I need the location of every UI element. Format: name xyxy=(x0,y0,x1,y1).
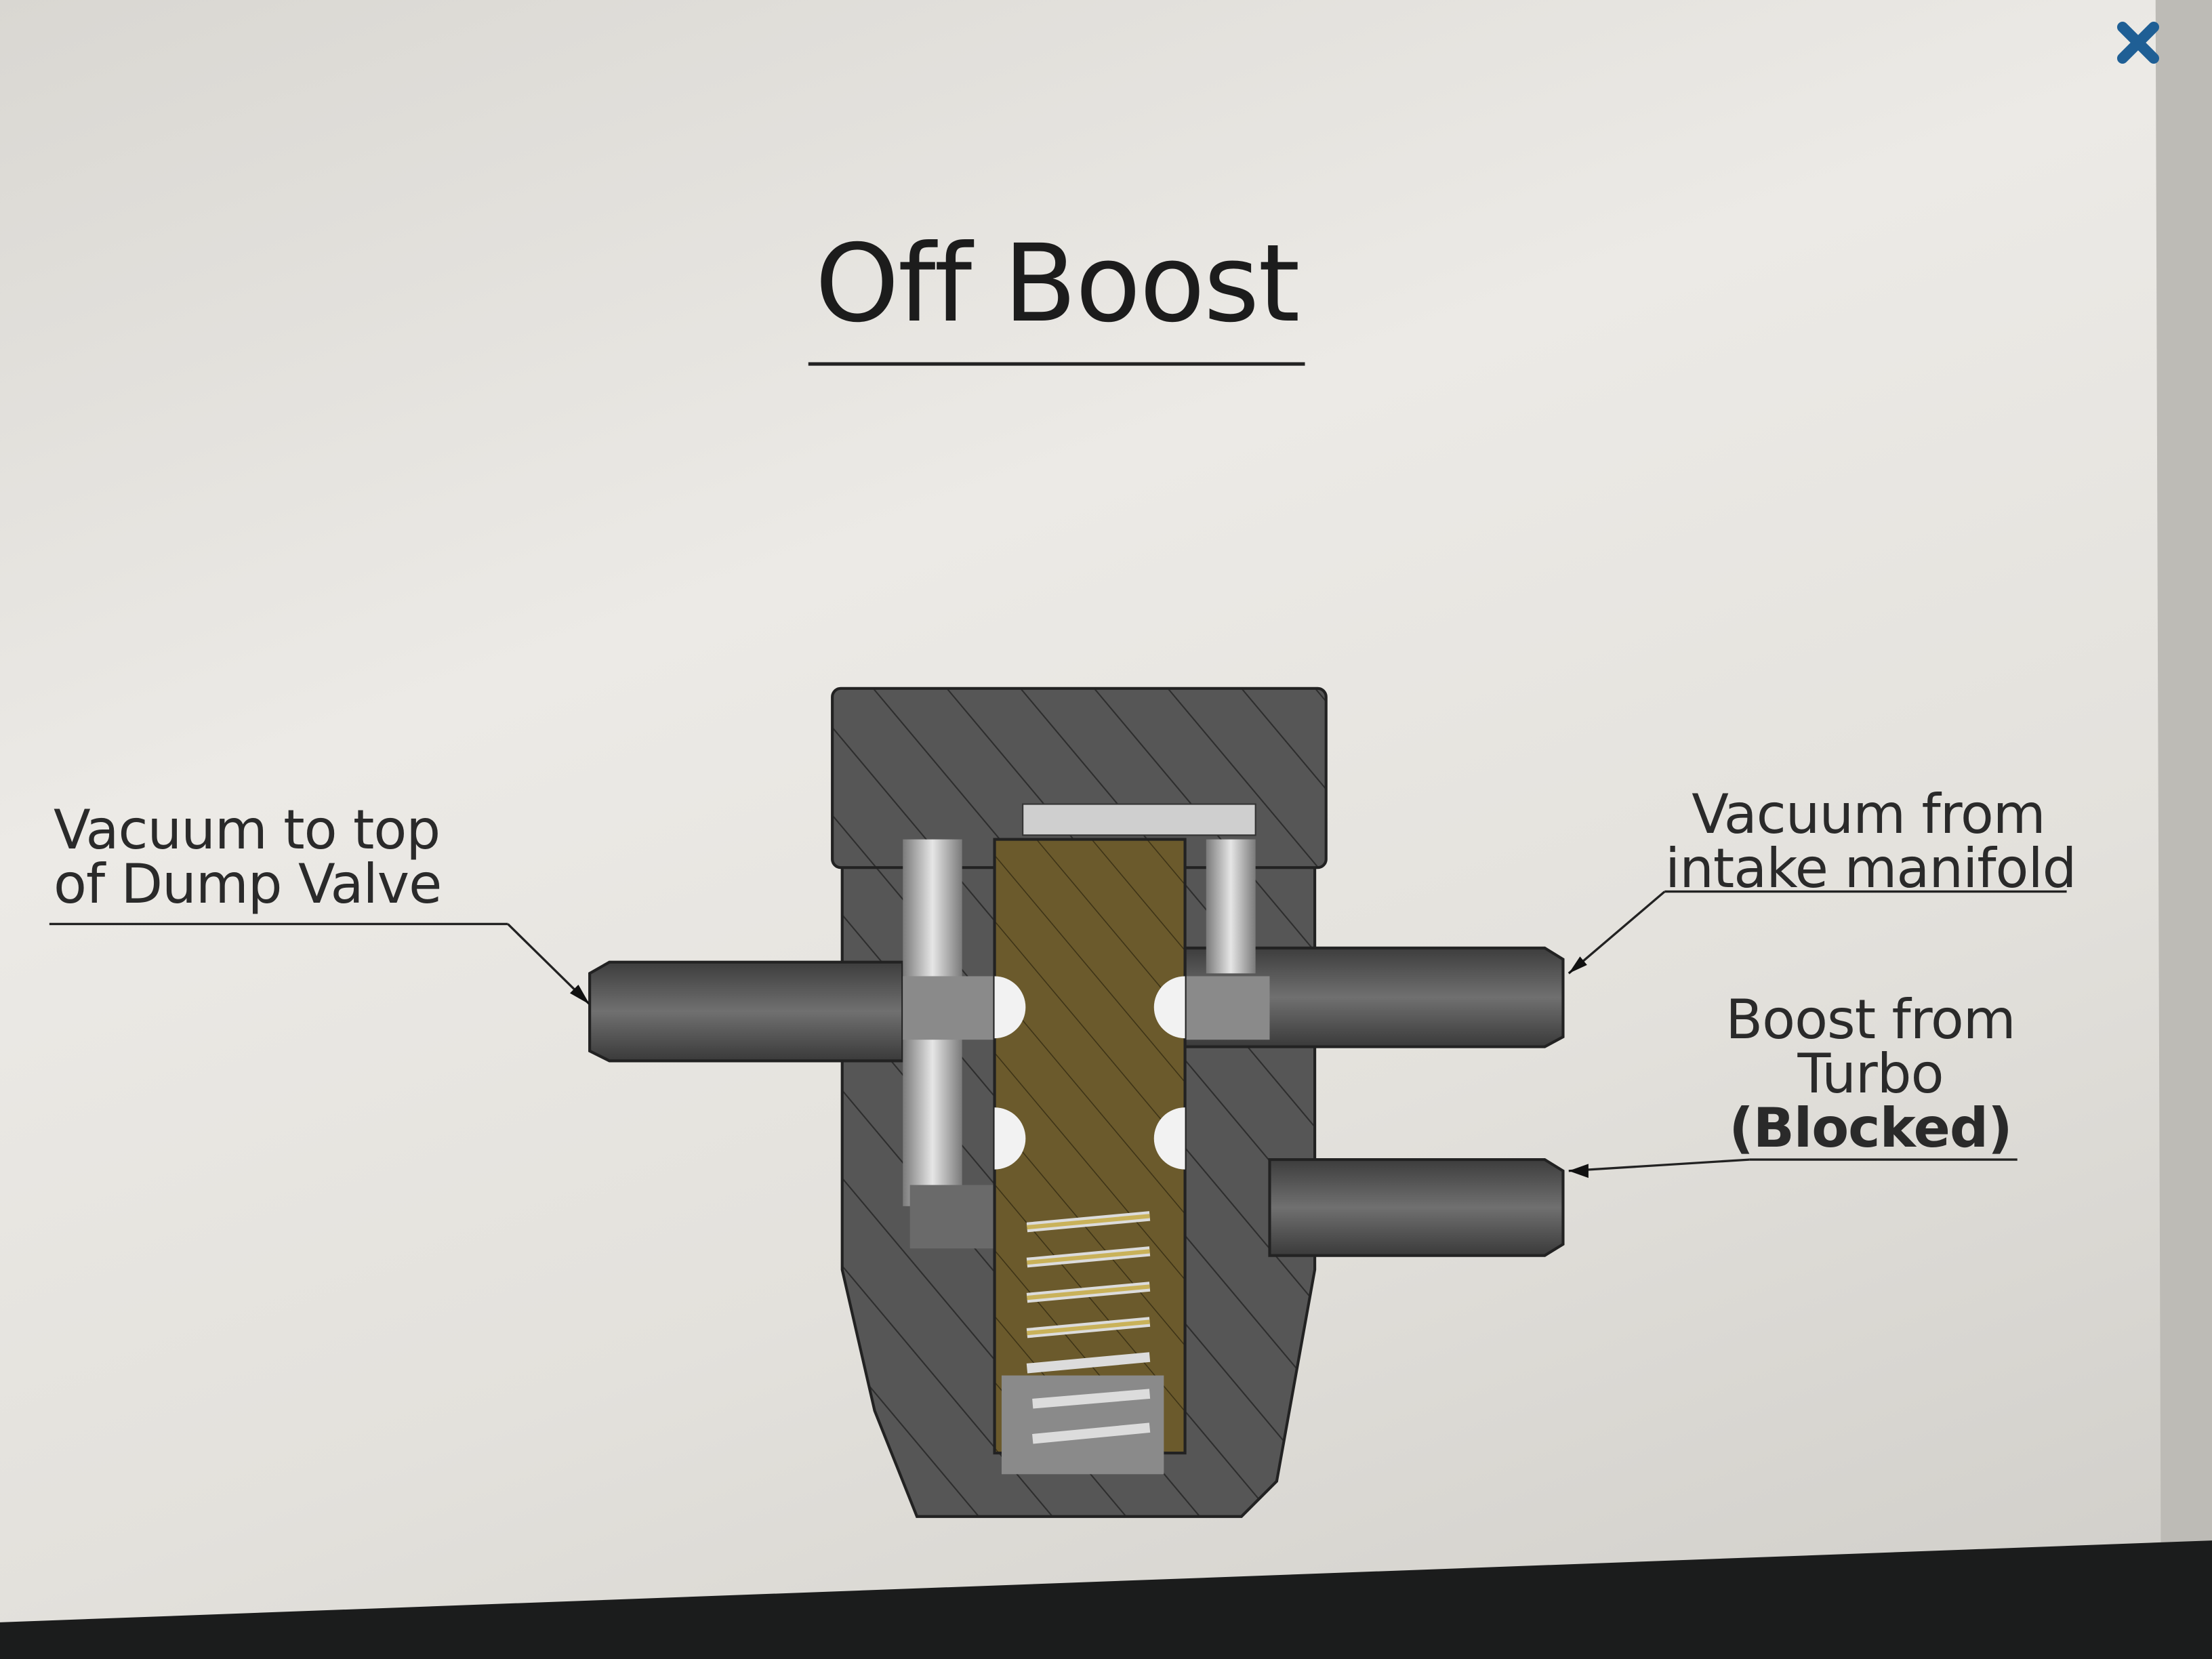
label-line: intake manifold xyxy=(1665,837,2076,900)
air-channels xyxy=(903,839,1270,1249)
spool xyxy=(993,838,1187,1475)
leader-lines xyxy=(49,890,2067,1172)
label-line: Boost from xyxy=(1725,988,2015,1051)
label-blocked: (Blocked) xyxy=(1729,1097,2012,1160)
label-line: Vacuum from xyxy=(1692,783,2045,846)
label-vacuum-from-intake: Vacuum from intake manifold xyxy=(1665,783,2076,900)
label-line: Turbo xyxy=(1797,1042,1944,1105)
label-line: Vacuum to top xyxy=(54,798,441,861)
spring xyxy=(1026,1211,1151,1444)
hose-barbs xyxy=(588,946,1565,1257)
close-icon[interactable] xyxy=(2114,19,2162,66)
label-line: of Dump Valve xyxy=(54,853,442,916)
label-vacuum-to-dump-valve: Vacuum to top of Dump Valve xyxy=(54,798,442,916)
label-boost-from-turbo: Boost from Turbo (Blocked) xyxy=(1721,993,2020,1155)
leader-arrowheads xyxy=(569,956,1589,1179)
diagram-title: Off Boost xyxy=(815,222,1300,346)
